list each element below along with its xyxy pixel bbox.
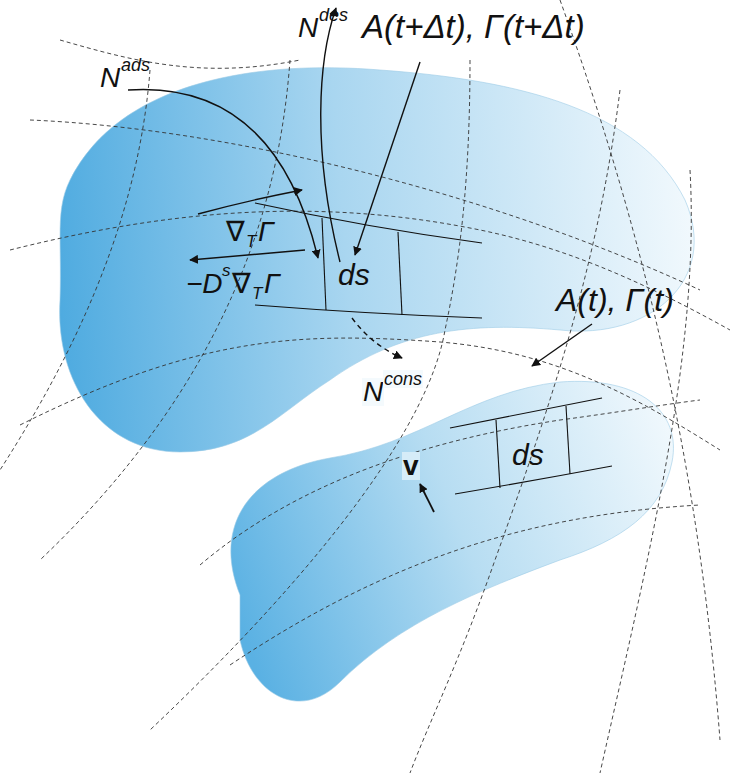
velocity-arrow [420, 484, 434, 512]
state-label: A(t+Δt), Γ(t+Δt) [362, 10, 585, 43]
adsorption-arrow [128, 89, 318, 258]
symbol: N [362, 378, 384, 406]
gradient-arrow [198, 190, 302, 214]
symbol: N [298, 14, 318, 42]
element-label: ds [512, 440, 544, 470]
surface-element [255, 203, 612, 494]
pointer-arrow [532, 324, 592, 366]
pointer-arrow [355, 62, 420, 255]
surface-t [231, 381, 674, 701]
superscript: des [319, 6, 348, 24]
element-label: ds [338, 260, 370, 290]
symbol: Γ [258, 218, 274, 246]
coordinate-grid [0, 0, 730, 773]
symbol: ∇ [232, 270, 251, 298]
subscript: T [252, 285, 262, 302]
desorption-arrow [321, 8, 340, 262]
subscript: T [246, 233, 256, 250]
superscript: s [222, 262, 231, 279]
state-label: A(t), Γ(t) [556, 284, 674, 316]
diffusion-arrow [190, 250, 305, 260]
symbol: N [100, 64, 120, 92]
vector-label: v [402, 452, 420, 480]
symbol: ∇ [226, 218, 245, 246]
superscript: cons [383, 370, 423, 388]
flux-arrows [128, 8, 592, 512]
consumption-arrow [352, 318, 402, 358]
symbol: Γ [264, 270, 280, 298]
superscript: ads [121, 56, 150, 74]
symbol: −D [186, 270, 223, 298]
